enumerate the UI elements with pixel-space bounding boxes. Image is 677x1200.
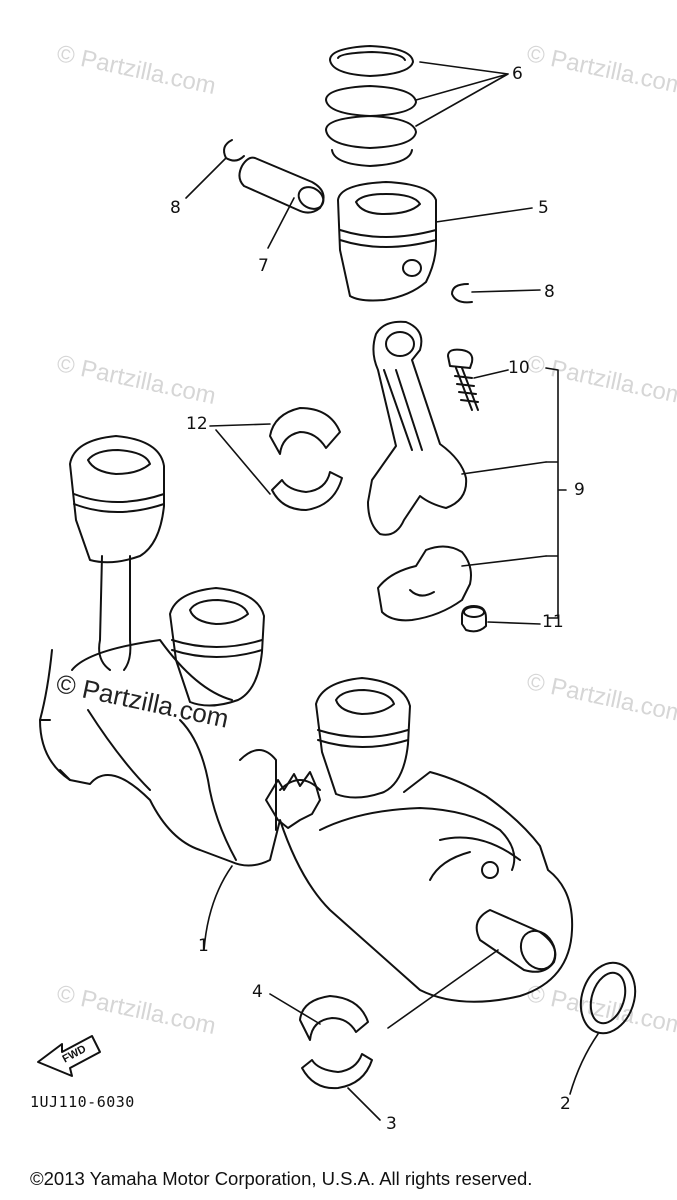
callout-7: 7 [258, 256, 269, 276]
callout-11: 11 [542, 612, 564, 632]
piston [337, 181, 437, 302]
rod-nut [461, 605, 487, 633]
callout-4: 4 [252, 982, 263, 1002]
piston-pin [238, 156, 325, 214]
circlip [223, 139, 245, 162]
rod-bolt [447, 348, 479, 411]
main-bearings [299, 995, 373, 1090]
callout-5: 5 [538, 198, 549, 218]
circlip [451, 283, 473, 304]
callout-2: 2 [560, 1094, 571, 1114]
callout-10: 10 [508, 358, 530, 378]
callout-3: 3 [386, 1114, 397, 1134]
callout-9: 9 [574, 480, 585, 500]
crankshaft-assembly [39, 435, 574, 1003]
diagram-code: 1UJ110-6030 [30, 1093, 135, 1111]
connecting-rod [367, 320, 468, 536]
piston-rings [325, 45, 417, 167]
rod-cap [377, 545, 472, 622]
front-arrow-icon: FWD [37, 1035, 101, 1077]
callout-1: 1 [198, 936, 209, 956]
leader-lines [185, 61, 599, 1121]
copyright-notice: ©2013 Yamaha Motor Corporation, U.S.A. A… [30, 1168, 533, 1189]
callout-8: 8 [170, 198, 181, 218]
callout-12: 12 [186, 414, 208, 434]
oil-seal [579, 961, 637, 1035]
big-end-bearings [269, 407, 343, 511]
callout-6: 6 [512, 64, 523, 84]
callout-8: 8 [544, 282, 555, 302]
